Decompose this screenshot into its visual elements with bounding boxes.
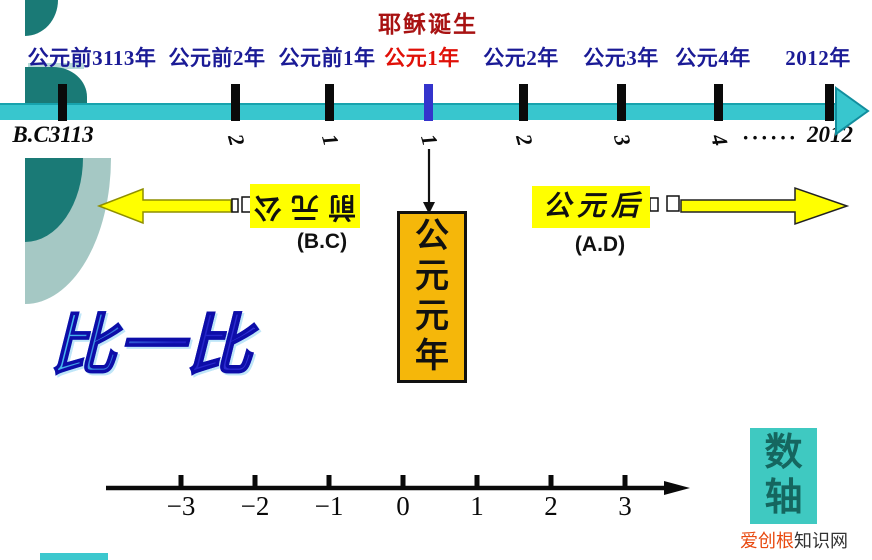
- timeline-bar: [0, 103, 838, 120]
- bc-era-label: 公元前: [250, 184, 360, 228]
- axis-tick-label: 3: [618, 491, 632, 521]
- char: 公: [253, 191, 282, 222]
- timeline-year-label: 公元前3113年: [27, 46, 157, 70]
- timeline-year-label: 2012年: [785, 46, 851, 70]
- timeline-tick: [617, 84, 626, 121]
- timeline-tick: [424, 84, 433, 121]
- watermark-suffix: 知识网: [794, 531, 848, 551]
- char: 公: [415, 218, 449, 255]
- char: 轴: [764, 477, 803, 519]
- watermark: 爱创根知识网: [740, 527, 848, 553]
- char: 元: [415, 298, 449, 335]
- char: 前: [328, 191, 357, 222]
- ad-right-arrow-icon: [649, 186, 850, 226]
- ad-abbreviation: (A.D): [574, 233, 626, 256]
- timeline-year-label: 公元4年: [675, 46, 751, 70]
- timeline-year-label: 公元3年: [583, 46, 659, 70]
- bc-abbreviation: (B.C): [296, 230, 348, 253]
- timeline-year-label: 公元前1年: [278, 46, 376, 70]
- char: 元: [290, 191, 319, 222]
- axis-tick-label: 1: [470, 491, 484, 521]
- timeline-bottom-label: 2: [222, 131, 250, 149]
- timeline-bottom-label: 1: [316, 131, 344, 149]
- timeline-tick: [231, 84, 240, 121]
- char: 后: [611, 191, 640, 222]
- axis-tick: [548, 475, 554, 488]
- timeline-year-label: 公元2年: [483, 46, 559, 70]
- timeline-tick: [714, 84, 723, 121]
- char: 公: [542, 191, 571, 222]
- axis-tick: [252, 475, 258, 488]
- timeline-tick: [58, 84, 67, 121]
- jesus-birth-label: 耶稣诞生: [378, 12, 478, 37]
- epoch-year-box: 公元元年: [397, 211, 467, 383]
- decoration-light-strip: [28, 63, 84, 69]
- timeline-bottom-label: 4: [705, 131, 733, 149]
- ad-era-label: 公元后: [532, 186, 650, 228]
- timeline-year-label: 公元前2年: [168, 46, 266, 70]
- timeline-tick: [325, 84, 334, 121]
- corner-decoration-top: [25, 0, 58, 36]
- axis-tick-label: −1: [314, 491, 344, 521]
- watermark-brand: 爱创根: [740, 531, 794, 551]
- axis-tick-label: 2: [544, 491, 558, 521]
- axis-tick-label: 0: [396, 491, 410, 521]
- timeline-year-label: 公元1年: [384, 46, 460, 70]
- axis-tick-label: −3: [166, 491, 196, 521]
- char: 元: [576, 191, 605, 222]
- timeline-tick: [825, 84, 834, 121]
- axis-tick: [474, 475, 480, 488]
- timeline-tick: [519, 84, 528, 121]
- axis-tick: [326, 475, 332, 488]
- char: 数: [764, 432, 803, 474]
- timeline-bottom-label: B.C3113: [12, 122, 94, 147]
- timeline-bottom-label: 2: [510, 131, 538, 149]
- compare-wordart: 比一比: [49, 292, 254, 388]
- timeline-bottom-label: 3: [608, 131, 636, 149]
- char: 年: [415, 338, 449, 375]
- axis-tick-label: −2: [240, 491, 270, 521]
- axis-tick: [400, 475, 406, 488]
- bc-left-arrow-icon: [96, 187, 254, 225]
- axis-tick: [178, 475, 184, 488]
- number-axis-box: 数轴: [750, 428, 817, 524]
- char: 元: [415, 258, 449, 295]
- decoration-bottom-left-bar: [40, 553, 108, 560]
- axis-tick: [622, 475, 628, 488]
- timeline-bottom-label: 2012: [807, 122, 853, 147]
- down-arrow-icon: [423, 149, 435, 214]
- timeline-ellipsis: ······: [741, 125, 799, 150]
- timeline-bottom-label: 1: [415, 131, 443, 149]
